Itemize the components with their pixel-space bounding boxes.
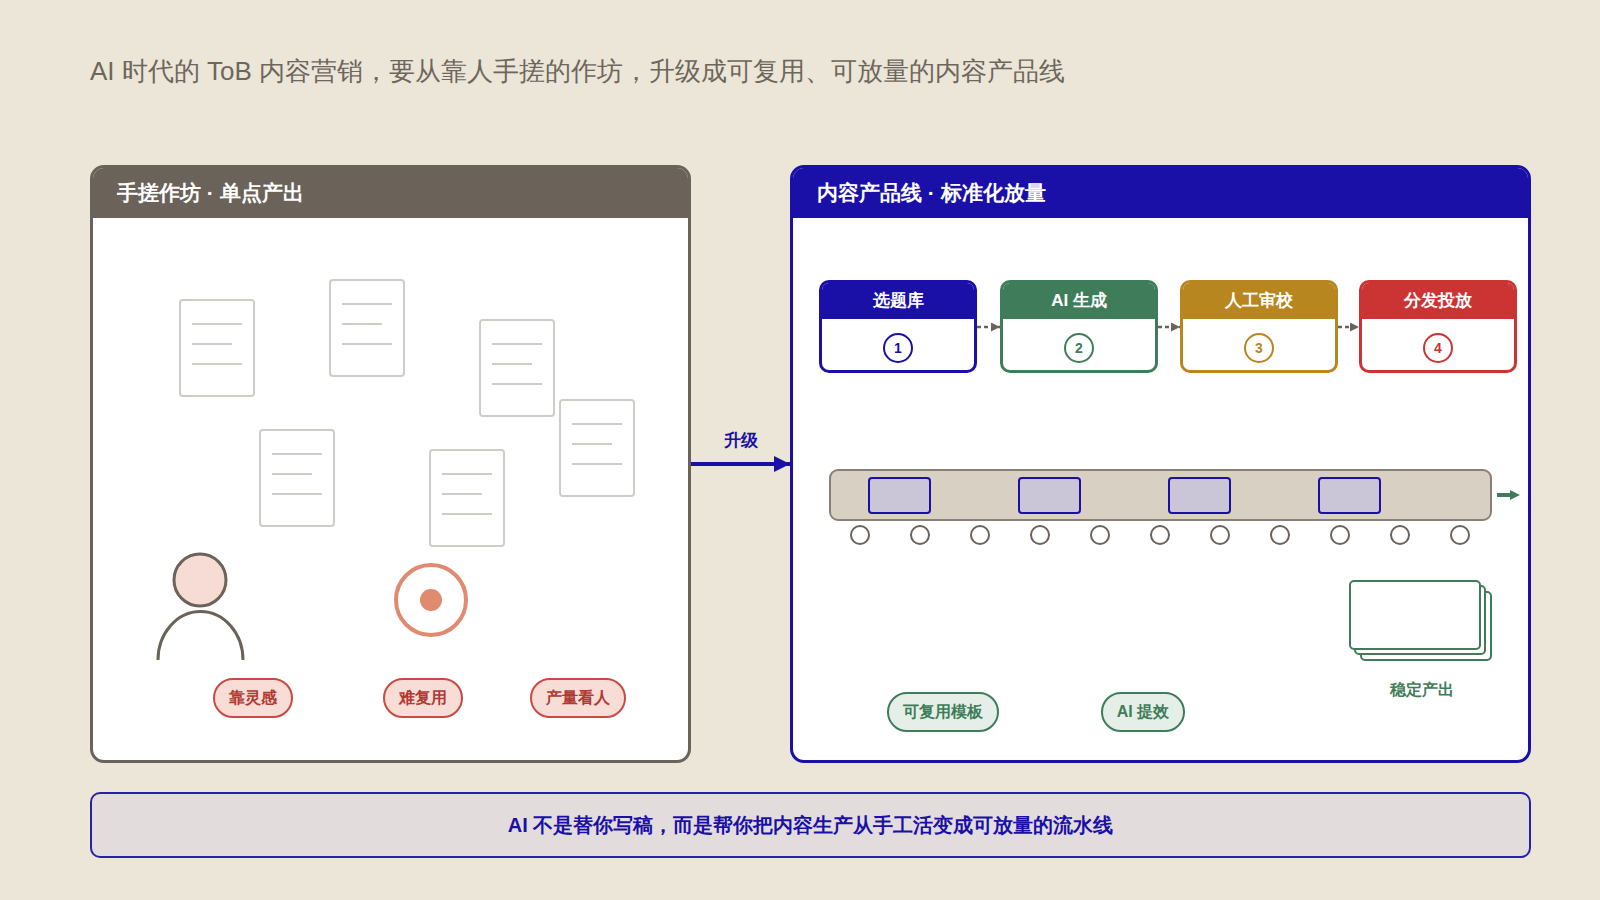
document-icon [560,400,634,496]
belt-wheel [1331,526,1349,544]
edge-label: 升级 [720,429,762,452]
belt [830,470,1491,520]
document-sheet [480,320,554,416]
document-icon [260,430,334,526]
drawing-part [851,526,1469,544]
tag-text: AI 提效 [1117,702,1169,723]
belt-wheel [911,526,929,544]
step-number: 3 [1244,333,1274,363]
panel-heading: 手搓作坊 · 单点产出 [93,168,688,218]
step-title: AI 生成 [1003,283,1155,319]
document-icon [430,450,504,546]
panel-fills [92,167,1529,761]
person-icon [158,554,243,660]
belt-wheel [1391,526,1409,544]
target-ring [396,565,466,635]
tag-text: 难复用 [399,688,447,709]
step-number: 2 [1064,333,1094,363]
process-box: AI 生成 2 [1000,280,1158,373]
step-number: 1 [883,333,913,363]
step-title: 分发投放 [1362,283,1514,319]
process-box: 选题库 1 [819,280,977,373]
conveyor-belt [830,470,1520,544]
document-icon [480,320,554,416]
document-lines [572,424,622,464]
output-label: 稳定产出 [1349,680,1495,701]
tag-pill: 难复用 [383,678,463,718]
panel: 内容产品线 · 标准化放量选题库 1 AI 生成 2 人工审校 3 分发投放 4 可复用模板 AI… [790,165,1531,763]
belt-out-arrowhead [1510,490,1520,500]
document-lines [492,344,542,384]
output-card [1350,581,1480,649]
tag-pill: 产量看人 [530,678,626,718]
target-icon [396,565,466,635]
belt-wheel [1271,526,1289,544]
panel-ground [792,167,1529,761]
document-lines [192,324,242,364]
process-box: 分发投放 4 [1359,280,1517,373]
document-icon [330,280,404,376]
tag-pill: 靠灵感 [213,678,293,718]
document-lines [272,454,322,494]
step-title: 选题库 [822,283,974,319]
connector-arrow [691,462,790,466]
tag-text: 可复用模板 [903,702,983,723]
belt-item [1019,478,1080,513]
document-sheet [560,400,634,496]
title: AI 时代的 ToB 内容营销，要从靠人手搓的作坊，升级成可复用、可放量的内容产… [90,54,1065,88]
connector-arrow [1338,326,1359,329]
tag-pill: 可复用模板 [887,692,999,732]
target-dot [420,589,442,611]
belt-item [1319,478,1380,513]
document-icon [180,300,254,396]
belt-wheel [1091,526,1109,544]
belt-item [1169,478,1230,513]
person-head [174,554,226,606]
process-box: 人工审校 3 [1180,280,1338,373]
document-lines [342,304,392,344]
connector-arrow [977,326,1000,329]
belt-wheel [971,526,989,544]
belt-wheel [851,526,869,544]
panel-heading: 内容产品线 · 标准化放量 [793,168,1528,218]
summary-band: AI 不是替你写稿，而是帮你把内容生产从手工活变成可放量的流水线 [90,792,1531,858]
document-sheet [330,280,404,376]
loose-documents [180,280,634,546]
document-lines [442,474,492,514]
belt-wheel [1151,526,1169,544]
drawing-part [869,478,1380,513]
document-sheet [180,300,254,396]
step-title: 人工审校 [1183,283,1335,319]
panel: 手搓作坊 · 单点产出靠灵感 难复用 产量看人 [90,165,691,763]
tag-pill: AI 提效 [1101,692,1185,732]
belt-wheel [1451,526,1469,544]
output-stack: 稳定产出 [1349,580,1495,710]
tag-text: 靠灵感 [229,688,277,709]
document-sheet [260,430,334,526]
stacked-cards [1349,580,1495,670]
step-number: 4 [1423,333,1453,363]
belt-item [869,478,930,513]
panel-ground [92,167,689,761]
summary-text: AI 不是替你写稿，而是帮你把内容生产从手工活变成可放量的流水线 [508,812,1114,839]
belt-out-arrow [1497,493,1510,497]
belt-wheel [1211,526,1229,544]
person-body [158,611,243,660]
document-sheet [430,450,504,546]
connector-arrow [1158,326,1180,329]
tag-text: 产量看人 [546,688,610,709]
belt-wheel [1031,526,1049,544]
